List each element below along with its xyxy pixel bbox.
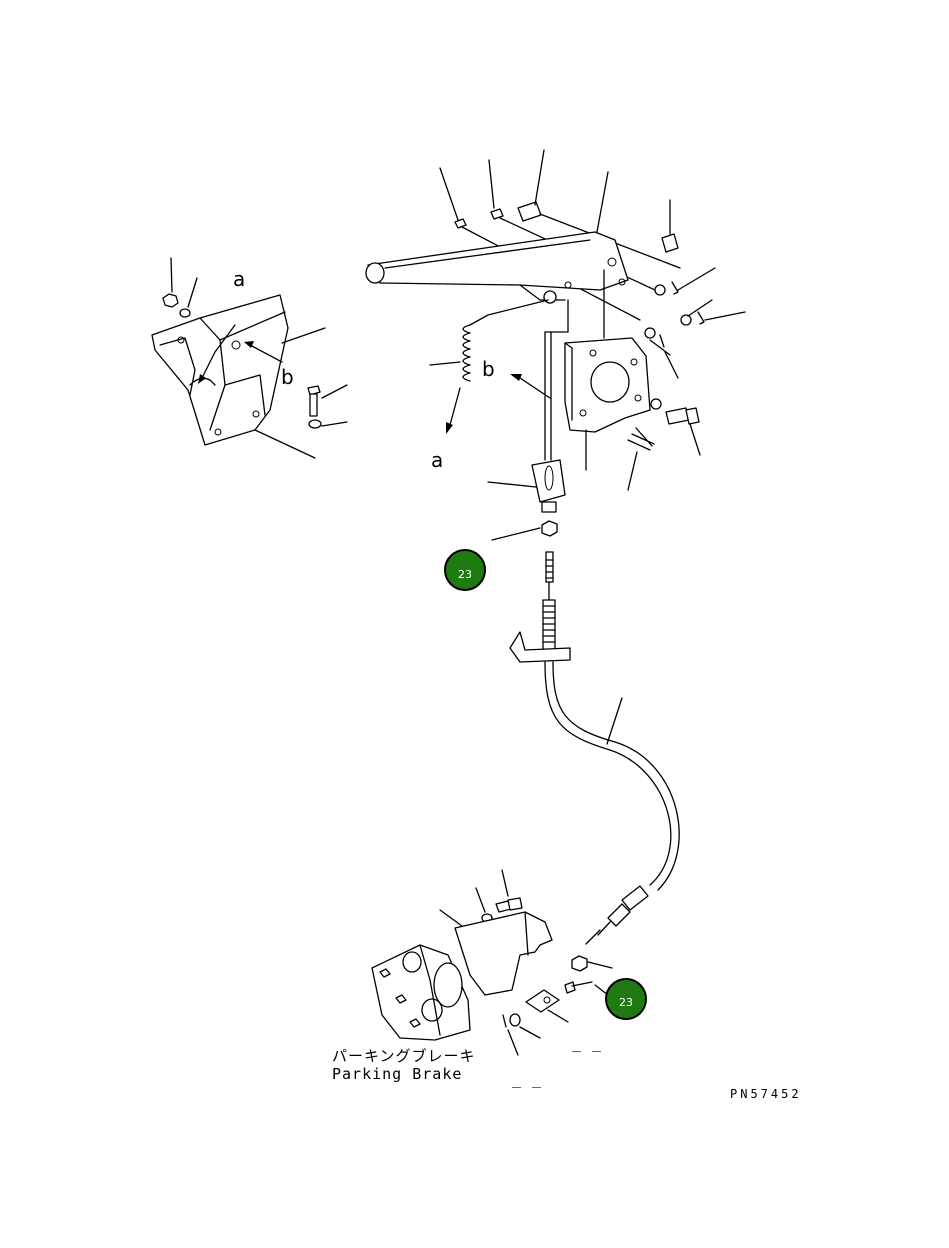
- bushing: [661, 233, 679, 253]
- ref-badge-1-circle: [444, 549, 486, 591]
- cable-end-fitting: [621, 885, 649, 911]
- label-b-main: b: [482, 357, 495, 381]
- clevis-lock-nut: [541, 520, 558, 537]
- cable-sheath: [544, 661, 672, 886]
- plate-boss: [590, 361, 630, 403]
- inset-bracket: [151, 257, 348, 459]
- brake-lever-link: [525, 989, 560, 1013]
- dash-mark-1: _ _: [572, 1034, 602, 1052]
- cable-clevis: [531, 459, 566, 503]
- lever-grip-end: [365, 262, 385, 284]
- plate-bolt: [685, 407, 700, 425]
- ref-badge-2-circle: [605, 978, 647, 1020]
- clevis-neck: [541, 501, 557, 513]
- ref-badge-2[interactable]: 23: [605, 978, 647, 1020]
- ref-badge-2-text: 23: [619, 996, 633, 1009]
- dash-mark-2: _ _: [512, 1070, 542, 1088]
- return-spring-hook: [469, 299, 549, 326]
- inset-bolt-shank: [309, 393, 318, 417]
- cable-nut: [571, 955, 588, 972]
- ref-badge-1-text: 23: [458, 568, 472, 581]
- caption-japanese: パーキングブレーキ: [332, 1047, 476, 1065]
- part-number: PN57452: [730, 1087, 802, 1101]
- caliper-bracket: [454, 911, 553, 996]
- label-a-top: a: [233, 267, 245, 291]
- parking-brake-unit: [371, 869, 613, 1056]
- inset-bracket-body: [151, 294, 289, 446]
- inset-bolt-washer: [308, 419, 322, 429]
- inset-washer: [179, 308, 191, 318]
- hand-lever: [367, 231, 629, 291]
- lever-pivot-pin: [517, 201, 542, 222]
- lever-assembly: [365, 149, 746, 541]
- return-spring: [462, 324, 471, 382]
- caption-english: Parking Brake: [332, 1065, 462, 1083]
- label-a-main: a: [431, 448, 443, 472]
- ref-badge-1[interactable]: 23: [444, 549, 486, 591]
- brake-cable: [509, 551, 680, 945]
- cable-bracket: [509, 631, 571, 663]
- inset-bolt-head: [307, 385, 321, 396]
- label-b-inset: b: [281, 365, 294, 389]
- inset-nut: [162, 293, 179, 308]
- cable-adjuster: [542, 599, 556, 653]
